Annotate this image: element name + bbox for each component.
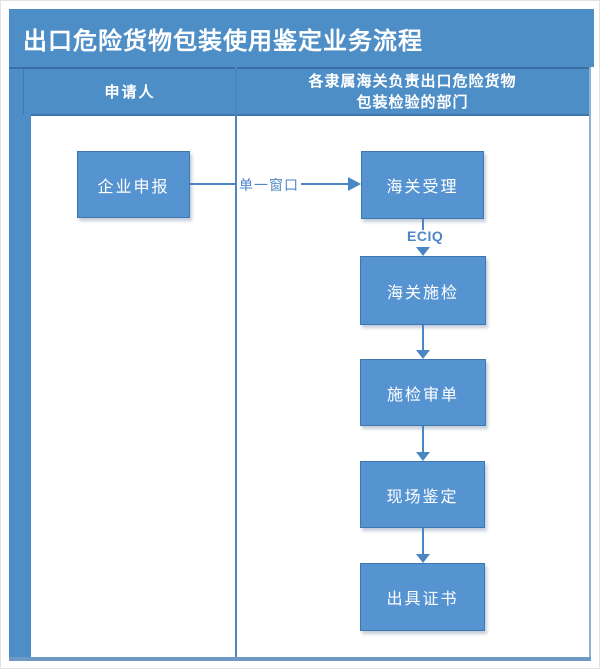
swimlane-header-band	[9, 67, 591, 116]
arrowhead-right-icon	[348, 177, 361, 191]
lane-header-applicant: 申请人	[23, 69, 236, 114]
single-window-label: 单一窗口	[239, 177, 299, 193]
eciq-label: ECIQ	[407, 228, 444, 244]
lane-header-customs-label: 各隶属海关负责出口危险货物 包装检验的部门	[308, 72, 517, 111]
node-customs-inspection: 海关施检	[360, 256, 486, 325]
connector-accept-to-inspect	[422, 219, 424, 230]
lane-header-customs: 各隶属海关负责出口危险货物 包装检验的部门	[236, 69, 589, 114]
arrowhead-down-icon	[416, 350, 430, 359]
node-enterprise-declaration: 企业申报	[77, 151, 190, 218]
edge-label-single-window: 单一窗口	[237, 175, 301, 195]
left-lane-strip	[9, 67, 31, 659]
lane-divider-line	[235, 67, 237, 659]
node-customs-inspection-label: 海关施检	[386, 284, 459, 302]
arrowhead-down-icon	[416, 554, 430, 563]
node-onsite-appraisal: 现场鉴定	[360, 461, 485, 528]
node-inspection-document-review-label: 施检审单	[386, 386, 459, 404]
diagram-bottom-border	[9, 657, 591, 661]
node-issue-certificate-label: 出具证书	[386, 591, 459, 608]
page-title: 出口危险货物包装使用鉴定业务流程	[23, 27, 423, 55]
diagram-title-bar: 出口危险货物包装使用鉴定业务流程	[9, 9, 594, 67]
node-customs-acceptance-label: 海关受理	[386, 179, 459, 196]
arrowhead-down-icon	[416, 247, 430, 256]
arrowhead-down-icon	[416, 452, 430, 461]
node-inspection-document-review: 施检审单	[360, 359, 486, 426]
diagram-right-border	[589, 67, 591, 659]
node-enterprise-declaration-label: 企业申报	[97, 178, 170, 196]
node-issue-certificate: 出具证书	[360, 563, 485, 631]
connector-inspect-to-review	[422, 325, 424, 351]
connector-onsite-to-certificate	[422, 528, 424, 555]
node-onsite-appraisal-label: 现场鉴定	[386, 488, 459, 506]
lane-header-applicant-label: 申请人	[104, 84, 156, 101]
node-customs-acceptance: 海关受理	[361, 151, 484, 219]
connector-review-to-onsite	[422, 426, 424, 453]
edge-label-eciq: ECIQ	[405, 228, 445, 244]
